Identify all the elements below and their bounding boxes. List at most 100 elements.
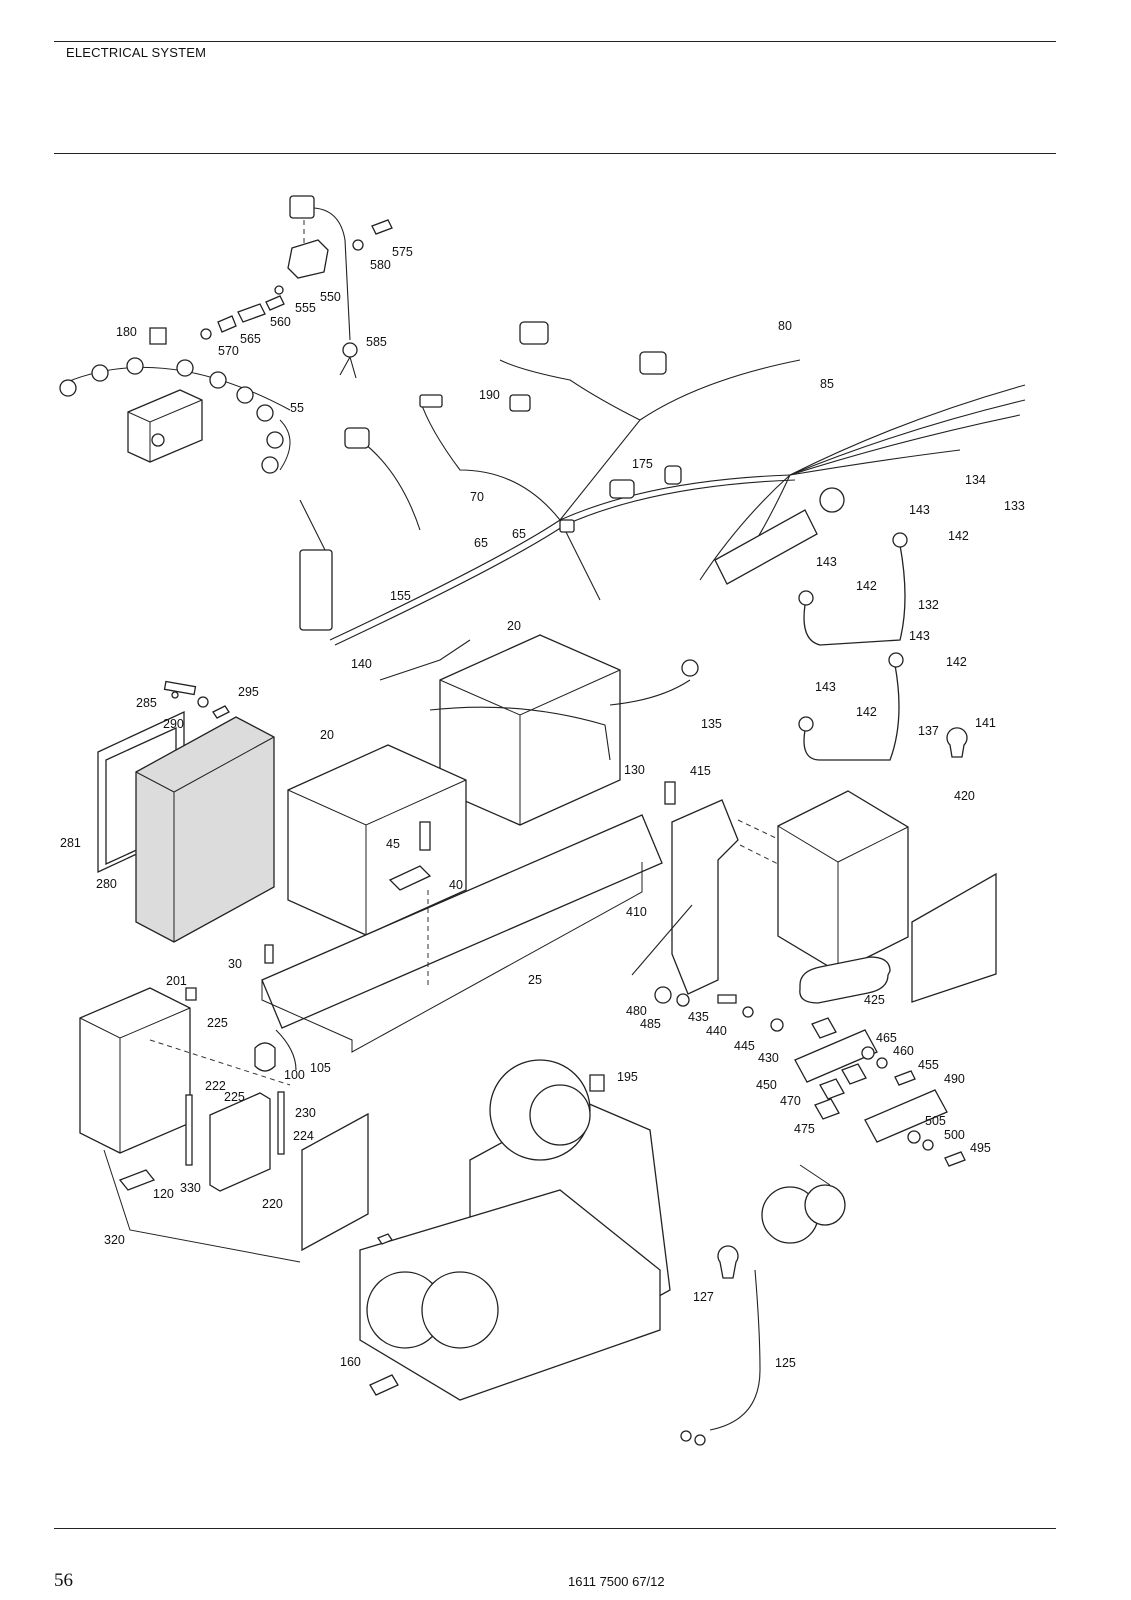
callout-430: 430 bbox=[758, 1051, 779, 1065]
sensor-cable-illustration bbox=[680, 1164, 846, 1446]
callout-290: 290 bbox=[163, 717, 184, 731]
document-number: 1611 7500 67/12 bbox=[568, 1574, 665, 1589]
callout-25: 25 bbox=[528, 973, 542, 987]
callout-120: 120 bbox=[153, 1187, 174, 1201]
callout-80: 80 bbox=[778, 319, 792, 333]
callout-70: 70 bbox=[470, 490, 484, 504]
callout-550: 550 bbox=[320, 290, 341, 304]
callout-135: 135 bbox=[701, 717, 722, 731]
callout-281: 281 bbox=[60, 836, 81, 850]
callout-295: 295 bbox=[238, 685, 259, 699]
callout-285: 285 bbox=[136, 696, 157, 710]
callout-330: 330 bbox=[180, 1181, 201, 1195]
callout-125: 125 bbox=[775, 1356, 796, 1370]
callout-435: 435 bbox=[688, 1010, 709, 1024]
callout-440: 440 bbox=[706, 1024, 727, 1038]
callout-180: 180 bbox=[116, 325, 137, 339]
callout-470: 470 bbox=[780, 1094, 801, 1108]
callout-190: 190 bbox=[479, 388, 500, 402]
section-title: ELECTRICAL SYSTEM bbox=[66, 45, 207, 60]
callout-495: 495 bbox=[970, 1141, 991, 1155]
callout-420: 420 bbox=[954, 789, 975, 803]
callout-65: 65 bbox=[474, 536, 488, 550]
control-module-illustration bbox=[97, 680, 275, 943]
callout-575: 575 bbox=[392, 245, 413, 259]
callout-155: 155 bbox=[390, 589, 411, 603]
callout-320: 320 bbox=[104, 1233, 125, 1247]
callout-500: 500 bbox=[944, 1128, 965, 1142]
callout-132: 132 bbox=[918, 598, 939, 612]
batteries-illustration bbox=[287, 634, 699, 936]
header-top-rule bbox=[54, 41, 1056, 42]
callout-195: 195 bbox=[617, 1070, 638, 1084]
callout-450: 450 bbox=[756, 1078, 777, 1092]
callout-141: 141 bbox=[975, 716, 996, 730]
callout-142-d: 142 bbox=[856, 705, 877, 719]
wiring-harness-illustration bbox=[299, 321, 1026, 646]
callout-415: 415 bbox=[690, 764, 711, 778]
callout-140: 140 bbox=[351, 657, 372, 671]
callout-555: 555 bbox=[295, 301, 316, 315]
callout-222: 222 bbox=[205, 1079, 226, 1093]
callout-460: 460 bbox=[893, 1044, 914, 1058]
header-bottom-rule bbox=[54, 153, 1056, 154]
callout-560: 560 bbox=[270, 315, 291, 329]
callout-40: 40 bbox=[449, 878, 463, 892]
callout-45: 45 bbox=[386, 837, 400, 851]
callout-133: 133 bbox=[1004, 499, 1025, 513]
callout-465: 465 bbox=[876, 1031, 897, 1045]
callout-30: 30 bbox=[228, 957, 242, 971]
manifold-block-illustration bbox=[59, 357, 291, 474]
bracket-enclosure-illustration bbox=[631, 781, 997, 1004]
callout-143: 143 bbox=[909, 503, 930, 517]
callout-225: 225 bbox=[207, 1016, 228, 1030]
callout-505: 505 bbox=[925, 1114, 946, 1128]
callout-143-c: 143 bbox=[909, 629, 930, 643]
compressor-element-illustration bbox=[359, 1059, 671, 1401]
callout-410: 410 bbox=[626, 905, 647, 919]
callout-160: 160 bbox=[340, 1355, 361, 1369]
callout-445: 445 bbox=[734, 1039, 755, 1053]
callout-475: 475 bbox=[794, 1122, 815, 1136]
callout-143-d: 143 bbox=[815, 680, 836, 694]
valve-assembly-illustration bbox=[149, 195, 393, 379]
terminal-strips-illustration bbox=[654, 986, 966, 1167]
callout-20: 20 bbox=[507, 619, 521, 633]
callout-585: 585 bbox=[366, 335, 387, 349]
callout-485: 485 bbox=[640, 1017, 661, 1031]
callout-455: 455 bbox=[918, 1058, 939, 1072]
callout-142: 142 bbox=[948, 529, 969, 543]
callout-100: 100 bbox=[284, 1068, 305, 1082]
callout-220: 220 bbox=[262, 1197, 283, 1211]
callout-490: 490 bbox=[944, 1072, 965, 1086]
callout-137: 137 bbox=[918, 724, 939, 738]
callout-130: 130 bbox=[624, 763, 645, 777]
callout-224: 224 bbox=[293, 1129, 314, 1143]
callout-175: 175 bbox=[632, 457, 653, 471]
callout-55: 55 bbox=[290, 401, 304, 415]
callout-143-b: 143 bbox=[816, 555, 837, 569]
battery-tray-illustration bbox=[261, 814, 663, 1053]
callout-20-b: 20 bbox=[320, 728, 334, 742]
junction-box-illustration bbox=[79, 987, 369, 1263]
callout-105: 105 bbox=[310, 1061, 331, 1075]
callout-127: 127 bbox=[693, 1290, 714, 1304]
callout-65-b: 65 bbox=[512, 527, 526, 541]
callout-280: 280 bbox=[96, 877, 117, 891]
callout-425-label: 425 bbox=[864, 993, 885, 1007]
callout-142-b: 142 bbox=[856, 579, 877, 593]
callout-580: 580 bbox=[370, 258, 391, 272]
callout-85: 85 bbox=[820, 377, 834, 391]
callout-480: 480 bbox=[626, 1004, 647, 1018]
callout-565: 565 bbox=[240, 332, 261, 346]
battery-cables-illustration bbox=[798, 532, 968, 761]
callout-230: 230 bbox=[295, 1106, 316, 1120]
page-number: 56 bbox=[54, 1570, 73, 1591]
callout-134: 134 bbox=[965, 473, 986, 487]
callout-labels: 575 580 550 555 560 565 570 180 585 80 8… bbox=[60, 245, 1025, 1370]
footer-rule bbox=[54, 1528, 1056, 1529]
callout-201: 201 bbox=[166, 974, 187, 988]
callout-142-c: 142 bbox=[946, 655, 967, 669]
callout-225-b: 225 bbox=[224, 1090, 245, 1104]
